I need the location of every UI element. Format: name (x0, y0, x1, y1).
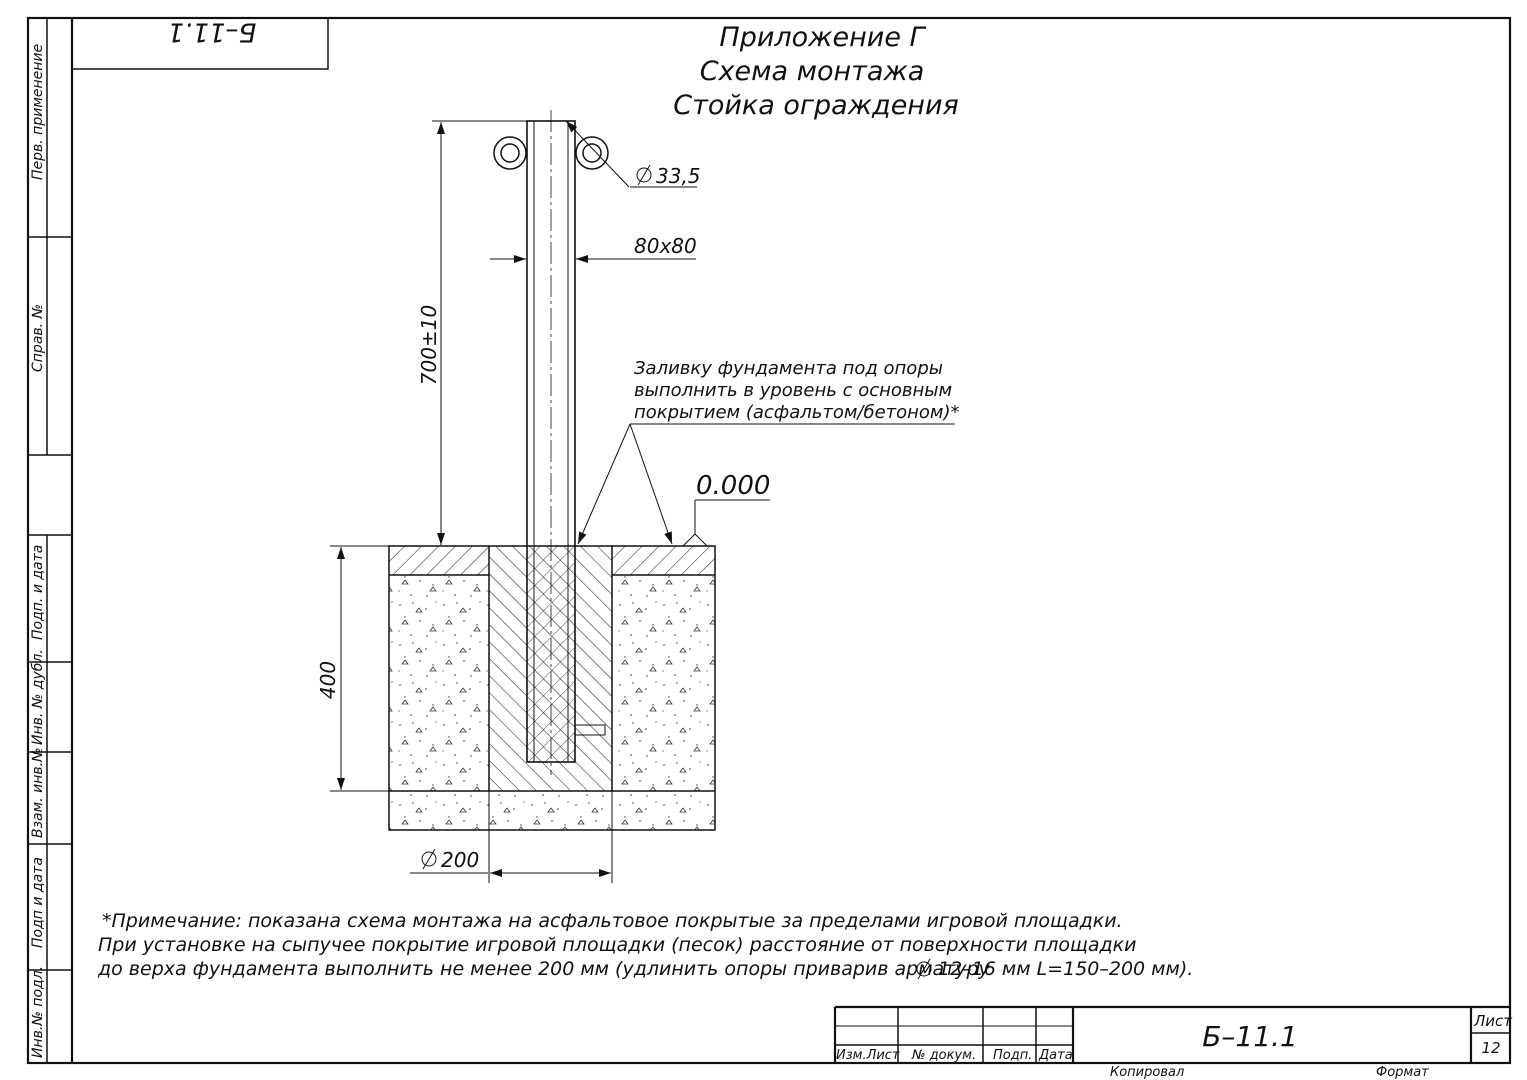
tb-col-data: Дата (1038, 1048, 1073, 1063)
side-label-inv-dubl: Инв. № дубл. (30, 649, 46, 745)
tb-col-izm-list: Изм.Лист (836, 1048, 900, 1063)
top-stamp: Б–11.1 (71, 17, 329, 70)
level-mark: 0.000 (696, 471, 770, 501)
diameter-symbol-note (916, 958, 932, 980)
side-label-perv: Перв. применение (30, 44, 46, 180)
tb-sheet-number: 12 (1481, 1039, 1500, 1057)
pipe-left (493, 136, 527, 170)
diameter-symbol-foundation (421, 848, 437, 870)
note-line1: *Примечание: показана схема монтажа на а… (102, 910, 1123, 932)
top-stamp-text: Б–11.1 (168, 17, 257, 47)
post (493, 110, 609, 775)
asphalt-left (389, 546, 489, 575)
title-block: Изм.Лист № докум. Подп. Дата Б–11.1 Лист… (833, 1005, 1513, 1080)
dimensions: 700±10 400 80х80 33,5 200 (316, 120, 770, 883)
foundation (388, 545, 716, 831)
callout-line3: покрытием (асфальтом/бетоном)* (634, 402, 960, 423)
tb-designation: Б–11.1 (1202, 1020, 1298, 1053)
tb-copied: Копировал (1110, 1065, 1184, 1080)
dim-pipe: 33,5 (656, 164, 701, 188)
dim-post: 80х80 (634, 234, 697, 258)
tb-sheet-label: Лист (1473, 1012, 1513, 1030)
dim-height: 700±10 (417, 305, 441, 385)
asphalt-right (612, 546, 715, 575)
dim-depth: 400 (316, 661, 340, 699)
header-appendix: Приложение Г (719, 22, 926, 53)
diameter-symbol-pipe (636, 164, 652, 186)
tb-col-podp: Подп. (993, 1048, 1032, 1063)
side-strip: Перв. применение Справ. № Подп. и дата И… (30, 44, 46, 1058)
sheet-header: Приложение Г Схема монтажа Стойка огражд… (673, 22, 959, 121)
callout-line1: Заливку фундамента под опоры (634, 358, 943, 379)
side-label-podp-top: Подп. и дата (30, 545, 46, 640)
side-label-podp-bottom: Подп и дата (30, 857, 46, 948)
note-line2: При установке на сыпучее покрытие игрово… (98, 934, 1137, 956)
tb-format: Формат (1376, 1065, 1429, 1080)
rebar-stub (574, 724, 606, 736)
header-scheme: Схема монтажа (700, 56, 925, 87)
header-post: Стойка ограждения (673, 90, 959, 121)
tb-col-no-dokum: № докум. (911, 1048, 976, 1063)
dim-foundation: 200 (441, 848, 479, 872)
note: *Примечание: показана схема монтажа на а… (97, 910, 1193, 980)
sheet-frame (26, 16, 1512, 1065)
side-label-inv-podl: Инв.№ подл. (30, 966, 46, 1058)
side-label-vzam: Взам. инв.№ (30, 747, 46, 838)
note-line3-tail: 12–16 мм L=150–200 мм). (938, 958, 1193, 980)
callout: Заливку фундамента под опоры выполнить в… (577, 358, 960, 545)
note-line3: до верха фундамента выполнить не менее 2… (97, 958, 991, 980)
pipe-right (575, 136, 609, 170)
side-label-sprav: Справ. № (30, 304, 46, 372)
callout-line2: выполнить в уровень с основным (634, 380, 952, 401)
